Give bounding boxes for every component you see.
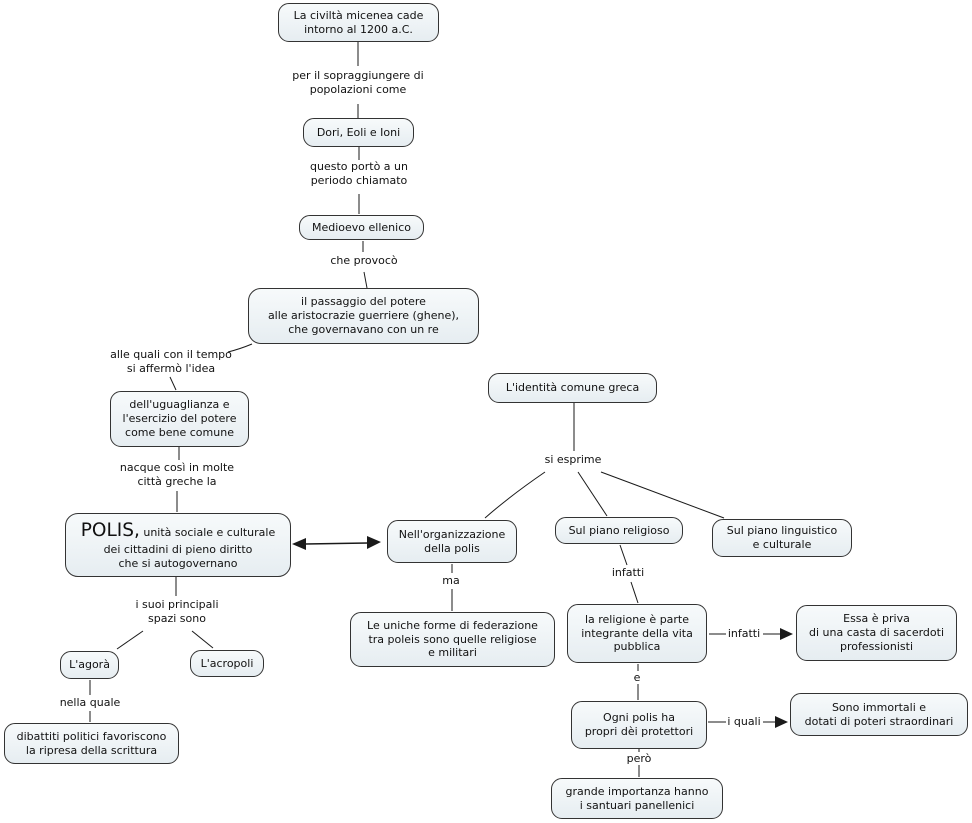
edge-siesprime-religioso [577, 471, 608, 517]
node-dibattiti[interactable]: dibattiti politici favoriscono la ripres… [4, 723, 179, 764]
link-label-nacque[interactable]: nacque così in molte città greche la [119, 461, 235, 489]
polis-title: POLIS, [80, 520, 140, 542]
link-label-nella-quale[interactable]: nella quale [59, 696, 121, 709]
node-federazione[interactable]: Le uniche forme di federazione tra polei… [350, 612, 555, 667]
link-label-che-provoco[interactable]: che provocò [330, 254, 398, 267]
link-label-infatti-arrow[interactable]: infatti [727, 627, 761, 640]
edge-siesprime-linguistico [600, 471, 725, 519]
node-linguistico[interactable]: Sul piano linguistico e culturale [712, 519, 852, 557]
node-medioevo[interactable]: Medioevo ellenico [299, 215, 424, 240]
link-label-sopraggiungere[interactable]: per il sopraggiungere di popolazioni com… [292, 69, 424, 97]
node-organizzazione[interactable]: Nell'organizzazione della polis [387, 520, 517, 563]
node-micenea[interactable]: La civiltà micenea cade intorno al 1200 … [278, 3, 439, 42]
edge-siesprime-organizzazione [484, 471, 546, 519]
edge-cheprovoco-passaggio [363, 271, 368, 289]
link-label-si-esprime[interactable]: si esprime [544, 453, 602, 466]
polis-subtitle: unità sociale e culturale [139, 526, 276, 540]
edge-allequali-uguaglianza [169, 376, 177, 391]
arrowhead-essa [780, 628, 793, 640]
node-immortali[interactable]: Sono immortali e dotati di poteri straor… [790, 693, 968, 736]
node-dori[interactable]: Dori, Eoli e Ioni [303, 118, 414, 147]
link-label-ma[interactable]: ma [442, 574, 460, 587]
link-label-pero[interactable]: però [626, 752, 652, 765]
node-santuari[interactable]: grande importanza hanno i santuari panel… [551, 778, 723, 819]
node-religione[interactable]: la religione è parte integrante della vi… [567, 604, 707, 663]
node-polis[interactable]: POLIS, unità sociale e culturale dei cit… [65, 513, 291, 577]
node-ogni-polis[interactable]: Ogni polis ha propri dèi protettori [571, 701, 707, 749]
link-label-e[interactable]: e [633, 671, 641, 684]
link-label-spazi[interactable]: i suoi principali spazi sono [135, 598, 219, 626]
arrowhead-organizzazione-right [367, 536, 381, 549]
node-passaggio[interactable]: il passaggio del potere alle aristocrazi… [248, 288, 479, 344]
edge-infatti-religione [630, 581, 639, 604]
polis-first-line: POLIS, unità sociale e culturale [81, 519, 276, 542]
link-label-infatti-vertical[interactable]: infatti [611, 566, 645, 579]
node-acropoli[interactable]: L'acropoli [190, 650, 264, 677]
polis-rest: dei cittadini di pieno diritto che si au… [103, 542, 253, 570]
edge-spazi-acropoli [191, 630, 214, 649]
node-agora[interactable]: L'agorà [60, 651, 119, 679]
node-uguaglianza[interactable]: dell'uguaglianza e l'esercizio del poter… [110, 391, 249, 447]
node-identita[interactable]: L'identità comune greca [488, 373, 657, 403]
node-religioso[interactable]: Sul piano religioso [555, 517, 683, 544]
link-label-alle-quali[interactable]: alle quali con il tempo si affermò l'ide… [110, 348, 232, 376]
arrowhead-polis-left [292, 538, 306, 550]
link-label-i-quali-arrow[interactable]: i quali [727, 715, 761, 728]
arrowhead-immortali [775, 716, 788, 728]
link-label-questo-porto[interactable]: questo portò a un periodo chiamato [310, 160, 408, 188]
edge-polis-organizzazione [304, 542, 369, 545]
node-essa[interactable]: Essa è priva di una casta di sacerdoti p… [796, 605, 957, 661]
edge-spazi-agora [116, 630, 144, 650]
edge-religioso-infatti [619, 544, 628, 566]
